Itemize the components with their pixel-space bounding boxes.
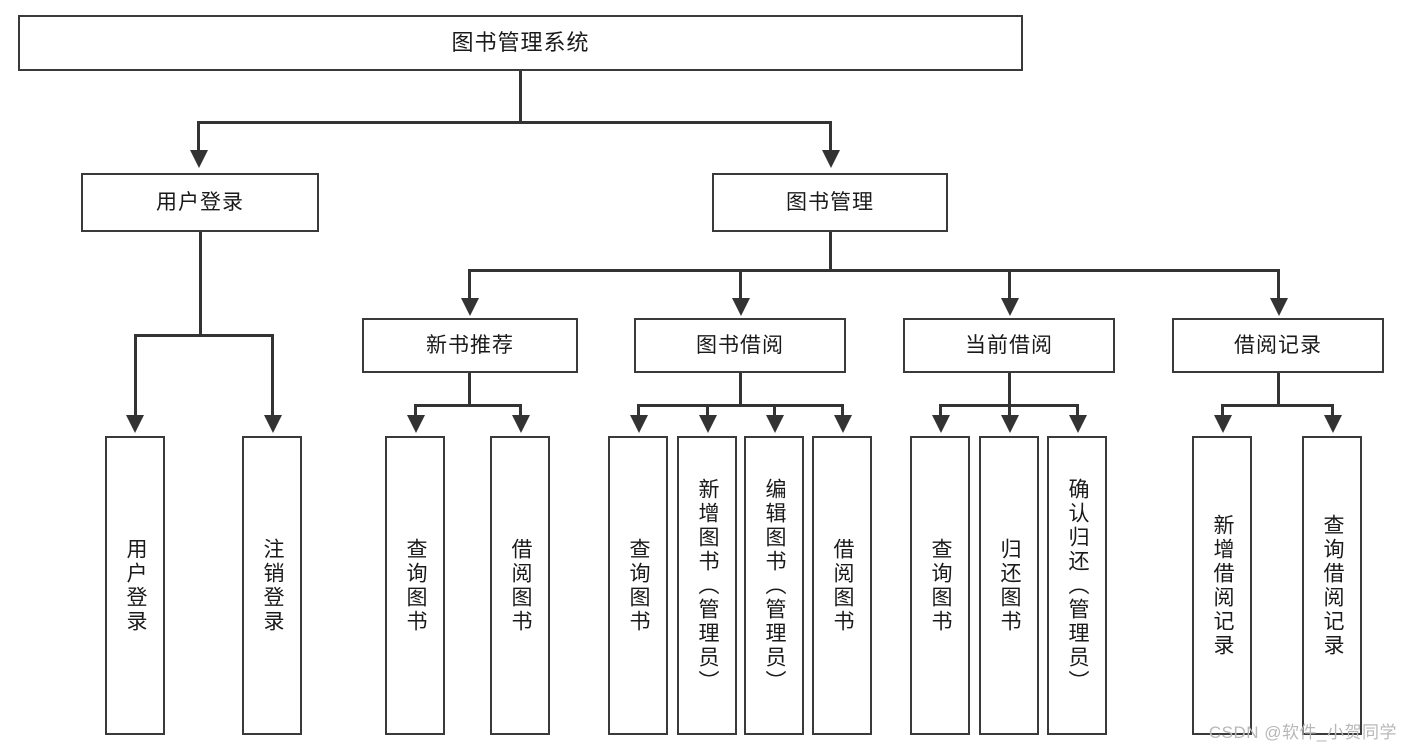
leaf-current-borrow-confirm[interactable]: 确认归还（管理员） [1047,436,1107,735]
edge-new-book-stem [468,373,471,406]
arrow-book-borrow-leaf-1 [630,415,648,433]
edge-to-new-book [468,269,471,302]
node-label: 当前借阅 [965,333,1053,357]
node-book-borrow[interactable]: 图书借阅 [634,318,846,373]
edge-to-user-login [197,121,200,153]
edge-user-login-bus [134,334,272,337]
leaf-label: 借阅图书 [831,537,855,634]
leaf-current-borrow-return[interactable]: 归还图书 [979,436,1039,735]
leaf-label: 编辑图书（管理员） [763,477,787,694]
arrow-new-book-leaf-2 [512,415,530,433]
leaf-label: 新增图书（管理员） [696,477,720,694]
arrow-book-borrow-leaf-3 [766,415,784,433]
node-current-borrow[interactable]: 当前借阅 [903,318,1115,373]
leaf-label: 借阅图书 [509,537,533,634]
leaf-new-book-query[interactable]: 查询图书 [385,436,445,735]
arrow-to-current-borrow [1001,298,1019,316]
leaf-book-borrow-add[interactable]: 新增图书（管理员） [677,436,737,735]
edge-user-login-drop-2 [271,334,274,420]
node-book-management[interactable]: 图书管理 [712,173,948,232]
csdn-watermark: CSDN @软件_小贺同学 [1208,723,1397,742]
leaf-label: 注销登录 [261,537,285,634]
leaf-current-borrow-query[interactable]: 查询图书 [910,436,970,735]
arrow-to-user-login [190,150,208,168]
arrow-borrow-record-leaf-1 [1214,415,1232,433]
leaf-book-borrow-query[interactable]: 查询图书 [608,436,668,735]
edge-borrow-record-bus [1221,404,1334,407]
arrow-current-borrow-leaf-3 [1069,415,1087,433]
node-label: 图书管理系统 [451,29,590,55]
edge-book-manage-stem [829,232,832,272]
arrow-book-borrow-leaf-2 [699,415,717,433]
edge-current-borrow-stem [1008,373,1011,406]
edge-to-book-borrow [739,269,742,302]
arrow-book-borrow-leaf-4 [834,415,852,433]
arrow-new-book-leaf-1 [407,415,425,433]
node-label: 新书推荐 [426,333,514,357]
arrow-to-new-book [461,298,479,316]
leaf-label: 新增借阅记录 [1211,513,1235,658]
leaf-label: 查询图书 [929,537,953,634]
leaf-borrow-record-add[interactable]: 新增借阅记录 [1192,436,1252,735]
leaf-user-login-login[interactable]: 用户登录 [105,436,165,735]
edge-current-borrow-drop-1 [939,404,942,418]
arrow-to-book-borrow [732,298,750,316]
leaf-label: 查询图书 [627,537,651,634]
node-new-book-recommend[interactable]: 新书推荐 [362,318,578,373]
leaf-label: 用户登录 [124,537,148,634]
arrow-to-borrow-record [1270,298,1288,316]
edge-current-borrow-drop-3 [1076,404,1079,418]
node-label: 图书借阅 [696,333,784,357]
edge-user-login-stem [199,232,202,336]
leaf-label: 确认归还（管理员） [1066,477,1090,694]
edge-new-book-drop-1 [414,404,417,418]
arrow-user-login-leaf-1 [126,415,144,433]
leaf-label: 归还图书 [998,537,1022,634]
edge-root-bus [197,121,831,124]
leaf-book-borrow-borrow[interactable]: 借阅图书 [812,436,872,735]
edge-borrow-record-drop-1 [1221,404,1224,418]
edge-root-stem [519,71,522,123]
edge-book-borrow-bus [637,404,843,407]
node-user-login[interactable]: 用户登录 [81,173,319,232]
arrow-current-borrow-leaf-1 [932,415,950,433]
edge-user-login-drop-1 [134,334,137,420]
edge-book-borrow-drop-1 [637,404,640,418]
arrow-borrow-record-leaf-2 [1324,415,1342,433]
leaf-label: 查询图书 [404,537,428,634]
edge-new-book-bus [414,404,522,407]
edge-book-borrow-drop-4 [841,404,844,418]
edge-current-borrow-drop-2 [1008,404,1011,418]
edge-new-book-drop-2 [519,404,522,418]
leaf-book-borrow-edit[interactable]: 编辑图书（管理员） [744,436,804,735]
arrow-current-borrow-leaf-2 [1001,415,1019,433]
node-root-system[interactable]: 图书管理系统 [18,15,1023,71]
arrow-to-book-manage [822,150,840,168]
edge-book-borrow-drop-2 [706,404,709,418]
edge-to-book-manage [829,121,832,153]
node-label: 图书管理 [786,190,874,214]
edge-to-current-borrow [1008,269,1011,302]
leaf-new-book-borrow[interactable]: 借阅图书 [490,436,550,735]
node-borrow-record[interactable]: 借阅记录 [1172,318,1384,373]
edge-book-borrow-stem [739,373,742,406]
leaf-label: 查询借阅记录 [1321,513,1345,658]
leaf-user-login-logout[interactable]: 注销登录 [242,436,302,735]
node-label: 用户登录 [156,190,244,214]
node-label: 借阅记录 [1234,333,1322,357]
leaf-borrow-record-query[interactable]: 查询借阅记录 [1302,436,1362,735]
edge-to-borrow-record [1277,269,1280,302]
arrow-user-login-leaf-2 [264,415,282,433]
edge-book-borrow-drop-3 [773,404,776,418]
edge-borrow-record-drop-2 [1331,404,1334,418]
edge-borrow-record-stem [1277,373,1280,406]
edge-book-manage-bus [468,269,1280,272]
